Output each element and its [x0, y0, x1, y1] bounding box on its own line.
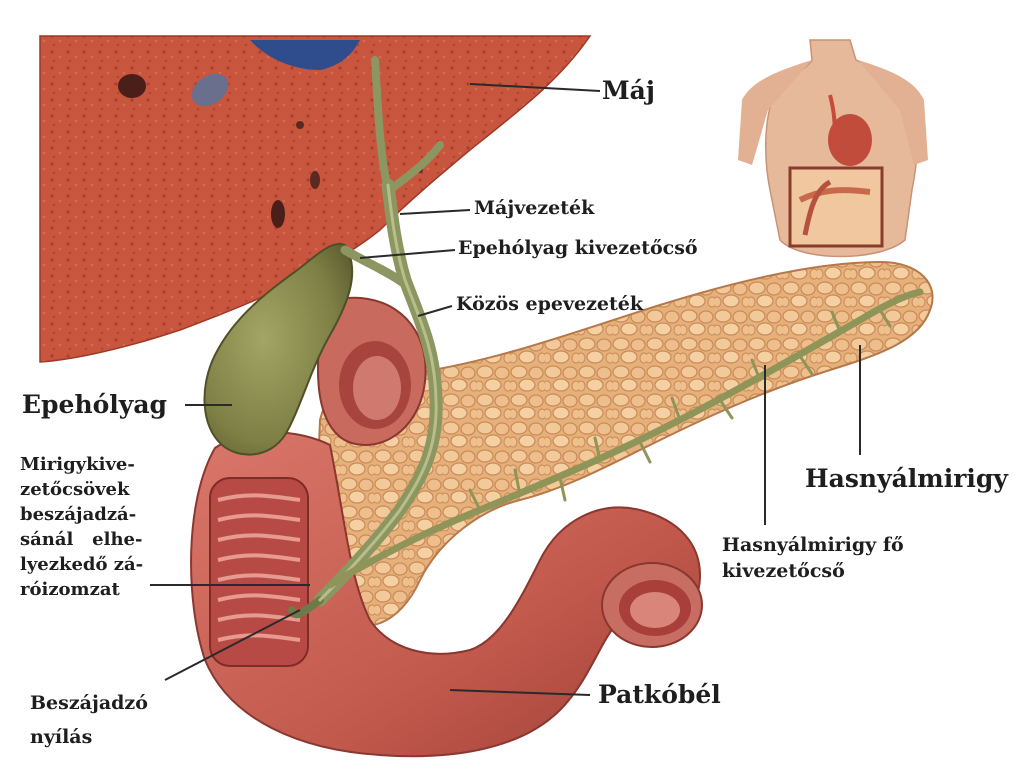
label-sphincter-line: zetőcsövek — [20, 477, 143, 502]
label-pancreatic-duct-line: kivezetőcső — [722, 558, 904, 584]
label-pancreatic-duct: Hasnyálmirigy fő kivezetőcső — [722, 532, 904, 584]
label-sphincter-line: beszájadzá- — [20, 502, 143, 527]
label-sphincter-line: lyezkedő zá- — [20, 552, 143, 577]
leader-hepatic-duct — [400, 210, 470, 214]
label-orifice-line: Beszájadzó — [30, 686, 148, 720]
label-sphincter-line: róizomzat — [20, 577, 143, 602]
label-duodenum: Patkóbél — [598, 680, 721, 710]
label-cystic-duct: Epehólyag kivezetőcső — [458, 237, 698, 260]
label-orifice: Beszájadzó nyílás — [30, 686, 148, 754]
leader-cystic-duct — [360, 250, 455, 258]
label-sphincter: Mirigykive- zetőcsövek beszájadzá- sánál… — [20, 452, 143, 602]
label-sphincter-line: Mirigykive- — [20, 452, 143, 477]
label-liver: Máj — [602, 76, 655, 106]
label-pancreatic-duct-line: Hasnyálmirigy fő — [722, 532, 904, 558]
label-hepatic-duct: Májvezeték — [474, 197, 594, 220]
label-sphincter-line: sánál elhe- — [20, 527, 143, 552]
label-orifice-line: nyílás — [30, 720, 148, 754]
torso-inset — [738, 40, 928, 257]
label-common-bile-duct: Közös epevezeték — [456, 293, 643, 316]
label-pancreas: Hasnyálmirigy — [805, 464, 1008, 494]
label-gallbladder: Epehólyag — [22, 390, 167, 420]
